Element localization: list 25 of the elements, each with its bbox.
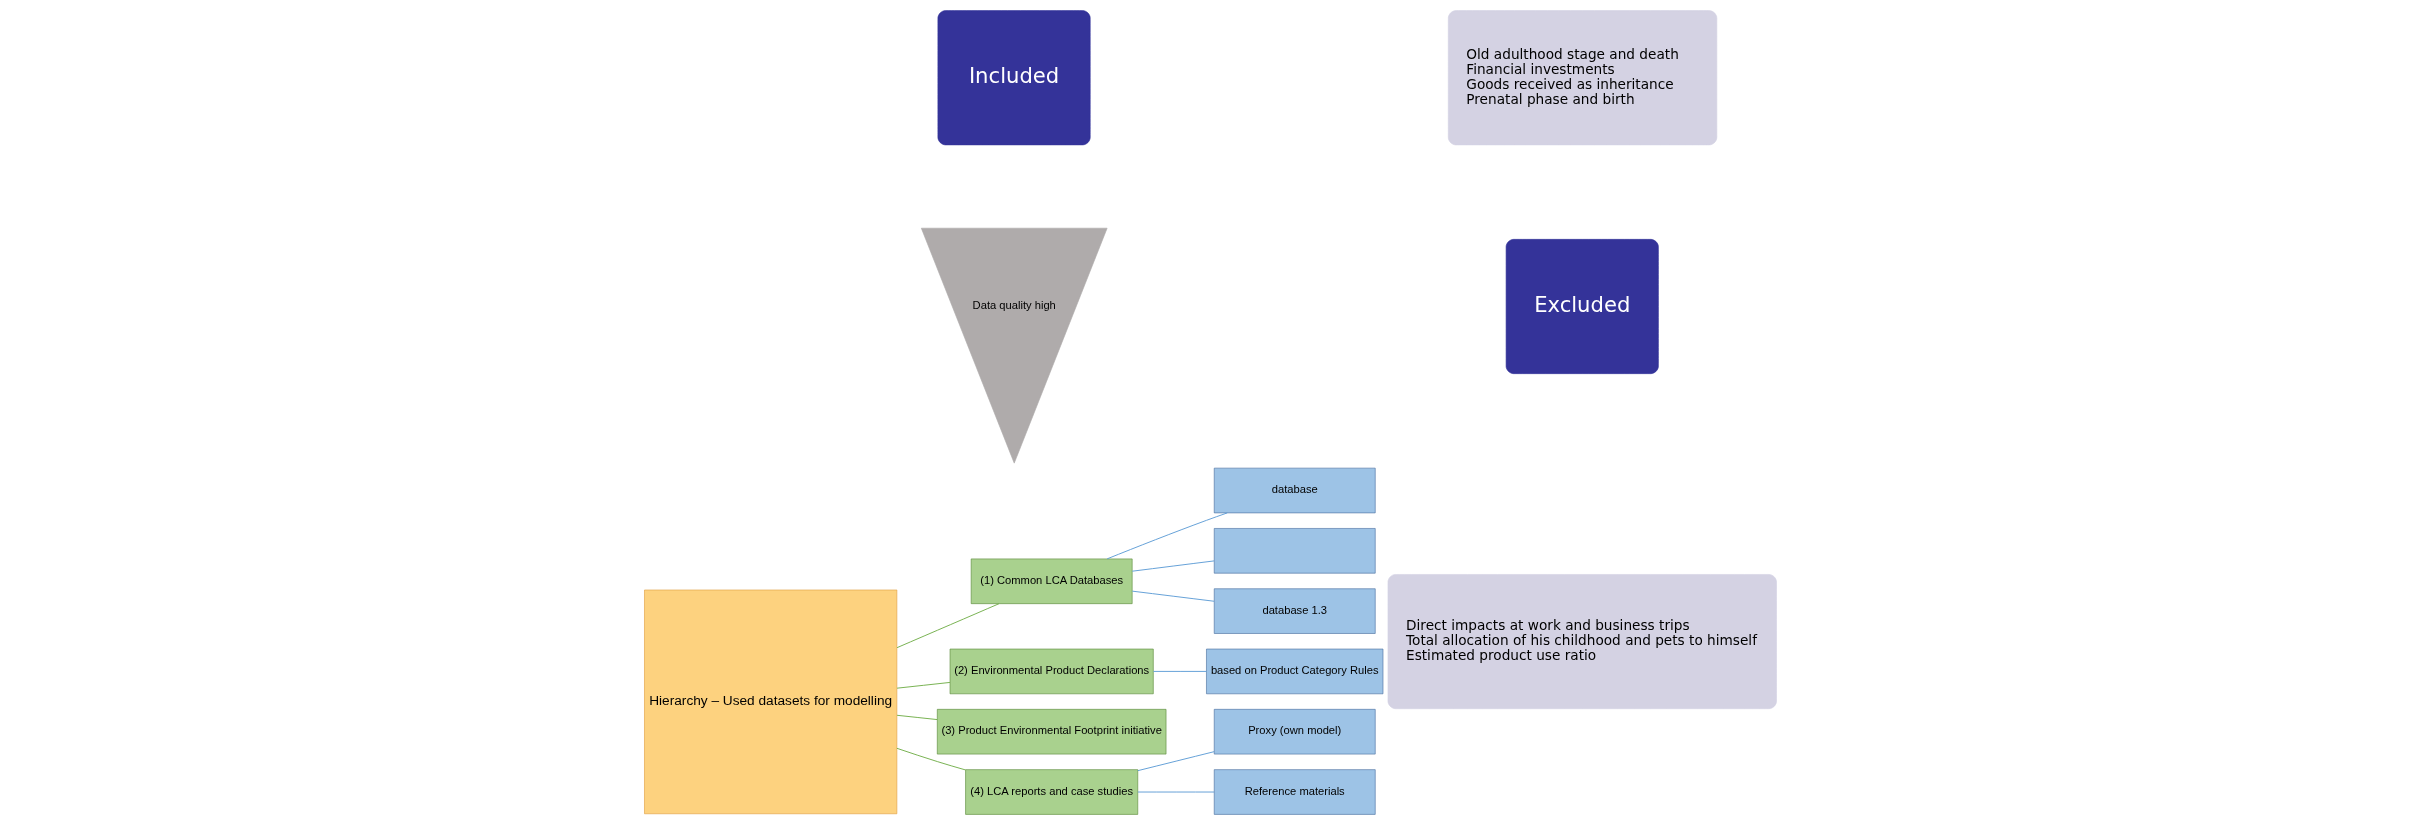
node-box: (2) Environmental Product Declarations bbox=[949, 648, 1154, 695]
connector bbox=[1136, 791, 1215, 793]
node-box: Direct impacts at work and business trips Total allocation of his childhood and pets to himself Estimated product use ratio bbox=[1387, 574, 1777, 710]
connector bbox=[1152, 670, 1207, 672]
node-box: (4) LCA reports and case studies bbox=[964, 769, 1138, 815]
connector bbox=[1131, 590, 1214, 602]
node-box: based on Product Category Rules bbox=[1205, 648, 1383, 695]
node-box: database bbox=[1213, 467, 1376, 514]
node-box: Hierarchy – Used datasets for modelling bbox=[643, 589, 897, 815]
node-box: Included bbox=[937, 10, 1090, 146]
connector bbox=[896, 681, 950, 689]
node-box bbox=[1213, 528, 1376, 574]
node-box: Excluded bbox=[1505, 239, 1659, 374]
connector bbox=[896, 603, 999, 649]
node-box: (3) Product Environmental Footprint initiative bbox=[936, 709, 1166, 755]
node-box: Old adulthood stage and death Financial investments Goods received as inheritance Prenatal phase and birth bbox=[1447, 10, 1717, 146]
node-box: Reference materials bbox=[1213, 769, 1376, 815]
connector bbox=[1136, 751, 1215, 772]
node-box: (1) Common LCA Databases bbox=[970, 558, 1132, 604]
connector bbox=[895, 747, 966, 771]
node-box: database 1.3 bbox=[1213, 588, 1376, 634]
connector bbox=[896, 714, 938, 721]
node-box: Proxy (own model) bbox=[1213, 709, 1376, 755]
connector bbox=[1131, 560, 1214, 572]
connector bbox=[1106, 512, 1228, 560]
